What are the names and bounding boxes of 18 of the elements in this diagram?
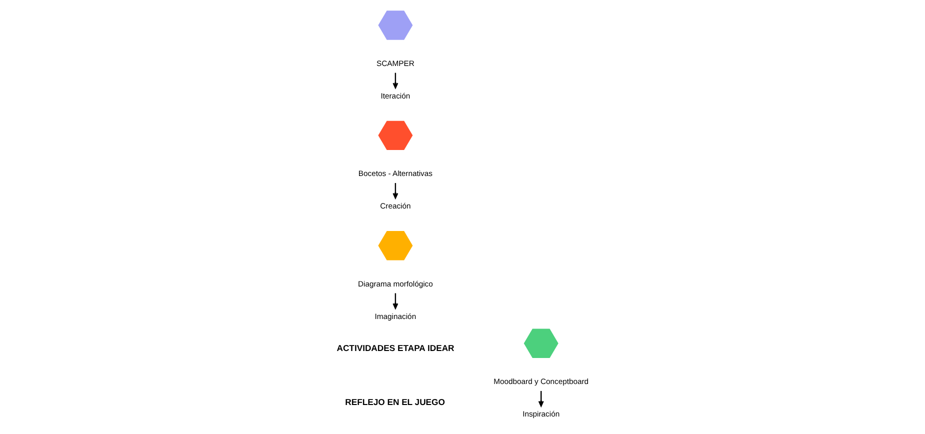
node-text: Moodboard y Conceptboard (493, 377, 588, 386)
node-text: SCAMPER (376, 58, 414, 68)
node-hexagon (523, 328, 558, 358)
label: REFLEJO EN EL JUEGO (344, 396, 444, 407)
node-text: Imaginación (374, 312, 416, 321)
node-text: Inspiración (522, 410, 560, 419)
node-hexagon (378, 231, 412, 260)
arrow (392, 183, 398, 199)
arrow (392, 293, 398, 309)
node-text: Diagrama morfológico (357, 279, 432, 288)
node-hexagon (378, 10, 412, 40)
node-text: Iteración (380, 91, 410, 100)
arrow (392, 72, 398, 89)
node-text: Creación (380, 202, 410, 211)
node-text: Bocetos - Alternativas (358, 169, 432, 178)
node-hexagon (378, 120, 412, 150)
arrow (538, 390, 544, 407)
label: ACTIVIDADES ETAPA IDEAR (336, 343, 454, 354)
